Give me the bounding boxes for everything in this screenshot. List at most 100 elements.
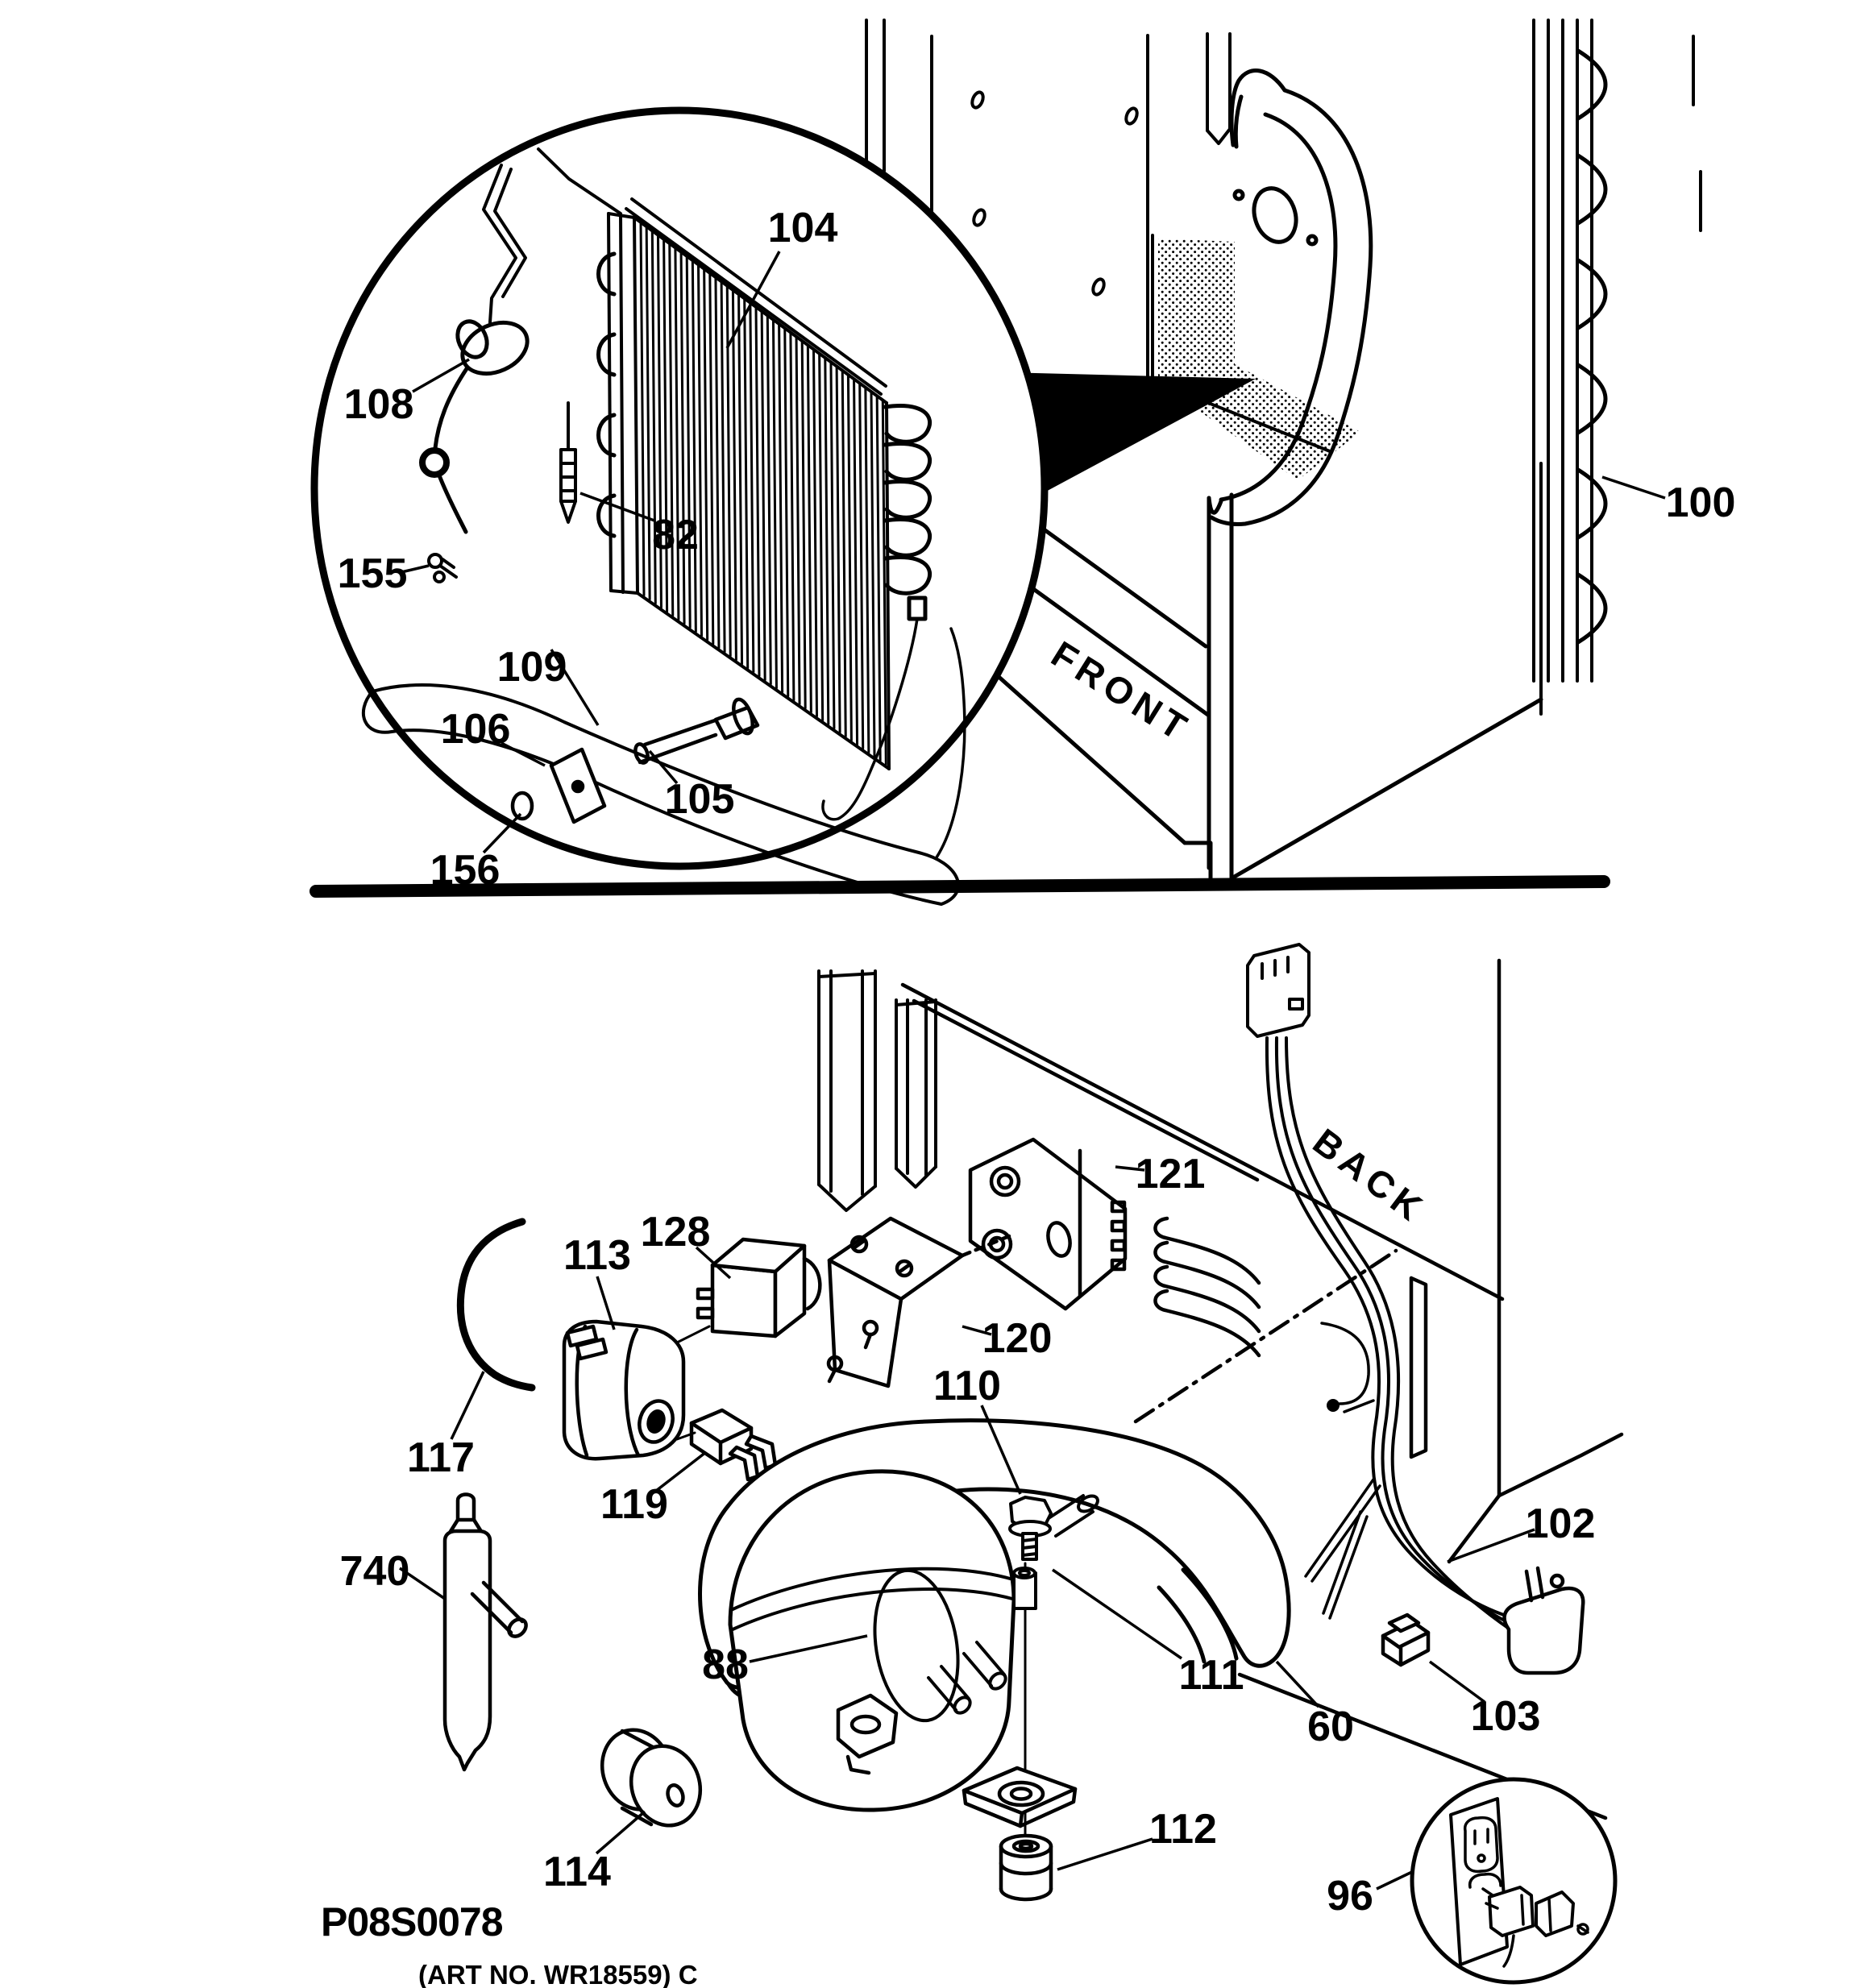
panel-holes (970, 90, 1139, 297)
fin (835, 365, 841, 734)
outlet-detail (1410, 1777, 1618, 1985)
fin (846, 373, 853, 742)
capillary-tube (821, 617, 919, 821)
front-corner-post (1182, 492, 1543, 881)
leader-60 (1275, 1660, 1320, 1708)
fin (639, 221, 646, 597)
part-label-88: 88 (702, 1641, 749, 1688)
compressor-compartment-view (442, 943, 1624, 1985)
hold-down-bolt (1008, 1496, 1053, 1561)
leader-112 (1057, 1837, 1153, 1871)
leader-114 (595, 1810, 646, 1855)
part-label-110: 110 (933, 1363, 1001, 1409)
condenser-coil (1532, 19, 1608, 683)
condenser-loop (1576, 258, 1608, 330)
evaporator (596, 197, 932, 821)
fin (800, 339, 807, 710)
fin (818, 352, 825, 722)
thermostat-wires (482, 147, 622, 324)
service-loop (1153, 1216, 1261, 1285)
part-label-156: 156 (430, 847, 501, 894)
part-label-102: 102 (1526, 1500, 1596, 1547)
part-label-121: 121 (1136, 1151, 1206, 1197)
fin (795, 335, 801, 706)
leader-82 (579, 492, 655, 522)
leader-106 (501, 741, 546, 767)
fin (650, 229, 657, 605)
timer-bracket (826, 1216, 1011, 1388)
compressor-tube-stubs (927, 1494, 1099, 1715)
leader-108 (412, 358, 470, 393)
fin (783, 326, 790, 698)
condenser-loop (1576, 48, 1608, 121)
fin (697, 263, 703, 637)
leader-103 (1428, 1660, 1486, 1704)
part-label-108: 108 (344, 381, 414, 428)
fin (760, 309, 766, 682)
spacer-pin (1012, 1567, 1037, 1610)
fin (714, 276, 721, 650)
grommet (999, 1833, 1053, 1902)
front-kick-band (986, 512, 1211, 845)
evaporator-fins (639, 221, 887, 766)
condenser-loop (1576, 153, 1608, 226)
condenser-loop (1576, 467, 1608, 540)
part-label-113: 113 (563, 1232, 631, 1279)
mounting-feet (836, 1693, 1078, 1828)
fin (853, 377, 859, 746)
part-label-120: 120 (982, 1315, 1053, 1362)
drawing-code: P08S0078 (321, 1899, 503, 1944)
fin (743, 297, 750, 670)
fan-shroud (1209, 68, 1373, 526)
fin (737, 293, 744, 666)
fin (864, 386, 870, 754)
part-labels: 1041088215510910610515610012112012811311… (338, 205, 1736, 1920)
fin (875, 394, 882, 762)
outlet-lower-with-plug (1468, 1872, 1589, 1968)
right-serpentine-loops (883, 404, 932, 621)
fin (812, 348, 818, 718)
overload-protector (562, 1319, 696, 1461)
fin (870, 390, 876, 758)
part-label-128: 128 (641, 1209, 711, 1255)
heater-end-tube (935, 627, 966, 859)
fin (685, 255, 692, 629)
power-plug (1502, 1566, 1585, 1675)
fin (829, 360, 836, 730)
fin (679, 251, 686, 625)
part-label-104: 104 (768, 205, 838, 251)
shadow-stipple (1158, 239, 1360, 480)
fin (841, 369, 847, 738)
outlet-upper (1463, 1816, 1499, 1874)
part-label-103: 103 (1471, 1693, 1541, 1740)
fin (778, 322, 784, 694)
fin (771, 318, 778, 690)
leader-111 (1052, 1568, 1182, 1660)
cord-clip (1381, 1612, 1431, 1667)
fin (663, 238, 669, 613)
part-label-111: 111 (1178, 1652, 1244, 1699)
leader-105 (648, 749, 679, 785)
defrost-timer (968, 1137, 1128, 1311)
leader-100 (1601, 475, 1666, 500)
shoulder-bolt (633, 697, 760, 765)
bracket-screws (826, 1235, 914, 1384)
fin (703, 268, 709, 641)
part-label-96: 96 (1327, 1873, 1373, 1920)
evaporator-detail-circle (310, 106, 1049, 906)
leader-155 (401, 564, 430, 574)
part-label-82: 82 (652, 512, 699, 558)
fin (789, 331, 795, 702)
fin (858, 382, 865, 750)
tube-clamp (600, 1728, 703, 1828)
defrost-heater (361, 401, 966, 906)
part-label-106: 106 (441, 706, 511, 753)
part-label-117: 117 (407, 1434, 475, 1481)
leader-120 (962, 1325, 992, 1336)
leader-121 (1115, 1165, 1145, 1172)
leader-156 (482, 812, 522, 854)
fin (806, 343, 812, 714)
filter-drier (442, 1492, 528, 1772)
